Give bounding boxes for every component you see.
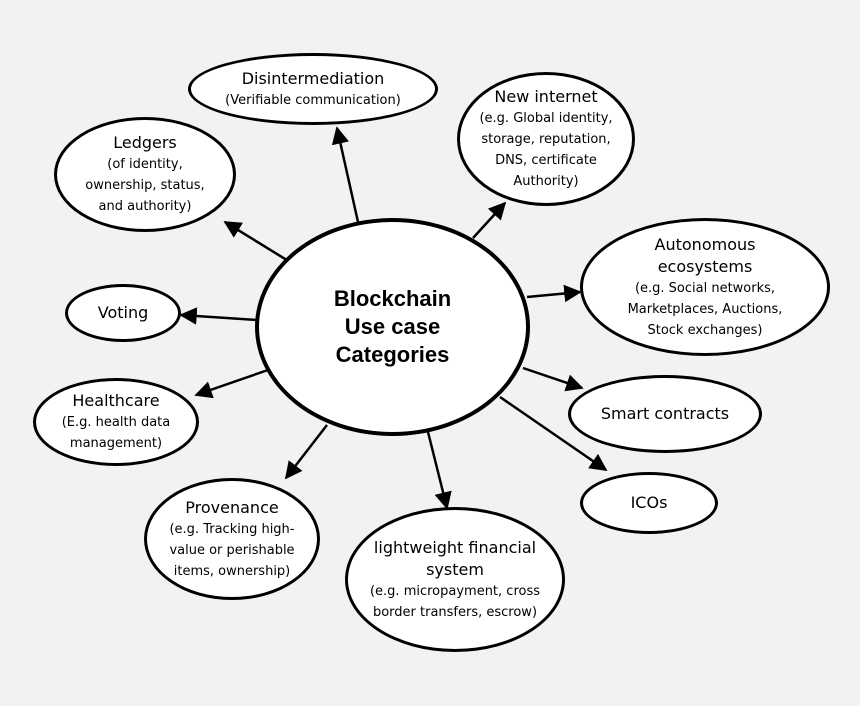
node-title: New internet — [494, 87, 598, 106]
arrow-to-healthcare — [194, 368, 269, 399]
node-title: Provenance — [185, 497, 279, 517]
node-description: (of identity, ownership, status, and aut… — [85, 157, 205, 214]
node-description: (e.g. Social networks, Marketplaces, Auc… — [627, 280, 783, 338]
center-label: Blockchain Use case Categories — [333, 286, 452, 367]
node-title: Voting — [97, 303, 149, 322]
node-description: (e.g. Tracking high- value or perishable… — [169, 521, 295, 579]
node-description: (E.g. health data management) — [61, 415, 171, 451]
node-voting: Voting — [65, 284, 181, 342]
node-icos: ICOs — [580, 472, 718, 534]
node-title: Smart contracts — [600, 404, 730, 423]
node-disintermediation: Disintermediation (Verifiable communicat… — [188, 53, 438, 125]
node-ledgers: Ledgers (of identity, ownership, status,… — [54, 117, 236, 232]
node-provenance: Provenance (e.g. Tracking high- value or… — [144, 478, 320, 600]
arrow-to-provenance — [284, 424, 328, 480]
arrow-to-disintermediation — [331, 126, 360, 223]
arrow-to-icos — [499, 395, 608, 472]
node-title: Healthcare — [72, 391, 160, 410]
node-title: Disintermediation — [241, 68, 385, 88]
node-lightweight-financial: lightweight financial system (e.g. micro… — [345, 507, 565, 652]
arrow-to-ledgers — [223, 220, 291, 264]
center-node: Blockchain Use case Categories — [255, 218, 530, 436]
node-healthcare: Healthcare (E.g. health data management) — [33, 378, 199, 466]
node-description: (e.g. Global identity, storage, reputati… — [479, 111, 613, 189]
node-new-internet: New internet (e.g. Global identity, stor… — [457, 72, 635, 206]
node-title: lightweight financial system — [373, 537, 537, 579]
node-description: (Verifiable communication) — [225, 92, 401, 108]
arrow-to-autonomous-ecosystems — [526, 284, 582, 303]
arrow-to-smart-contracts — [522, 366, 584, 392]
node-autonomous-ecosystems: Autonomous ecosystems (e.g. Social netwo… — [580, 218, 830, 356]
arrow-to-voting — [179, 307, 258, 325]
node-description: (e.g. micropayment, cross border transfe… — [369, 583, 541, 620]
node-smart-contracts: Smart contracts — [568, 375, 762, 453]
arrow-to-lightweight-financial — [426, 431, 452, 510]
node-title: Autonomous ecosystems — [654, 234, 756, 276]
arrow-to-new-internet — [472, 201, 507, 239]
node-title: ICOs — [630, 493, 668, 512]
node-title: Ledgers — [113, 133, 177, 152]
